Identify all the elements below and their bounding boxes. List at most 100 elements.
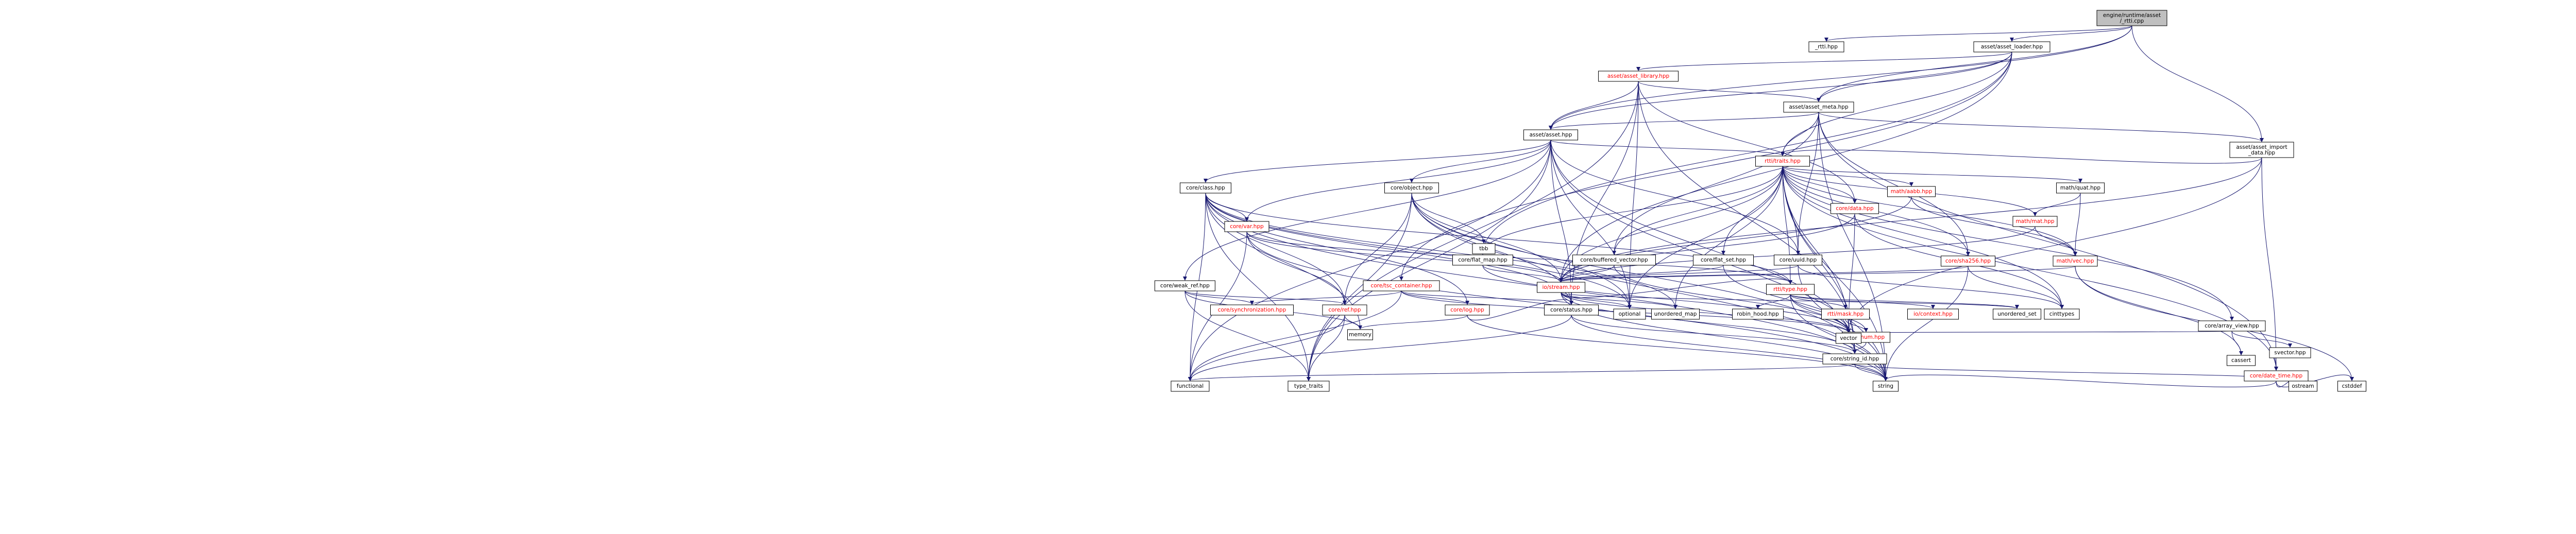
node-label: core/var.hpp bbox=[1230, 223, 1264, 230]
node-math-quat[interactable]: math/quat.hpp bbox=[2056, 182, 2105, 194]
edge-asset-meta-to-core-date-time bbox=[1818, 112, 2278, 371]
node-core-status[interactable]: core/status.hpp bbox=[1544, 304, 1599, 316]
node-label: asset/asset_meta.hpp bbox=[1789, 104, 1849, 110]
edge-core-object-to-core-ref bbox=[1343, 193, 1412, 305]
node-label: asset/asset_library.hpp bbox=[1607, 73, 1670, 79]
edge-math-vec-to-io-stream bbox=[1559, 266, 2076, 282]
node-core-flat-set[interactable]: core/flat_set.hpp bbox=[1693, 254, 1754, 266]
node-label: core/date_time.hpp bbox=[2250, 373, 2303, 379]
node-asset-library[interactable]: asset/asset_library.hpp bbox=[1598, 71, 1679, 82]
node-optional[interactable]: optional bbox=[1613, 308, 1646, 320]
edge-io-stream-to-unordered-set bbox=[1561, 292, 2019, 309]
node-asset-loader[interactable]: asset/asset_loader.hpp bbox=[1973, 41, 2050, 53]
node-memory[interactable]: memory bbox=[1347, 329, 1373, 340]
edge-core-var-to-io-stream bbox=[1246, 231, 1563, 282]
node-io-context[interactable]: io/context.hpp bbox=[1907, 308, 1959, 320]
node-core-array-view[interactable]: core/array_view.hpp bbox=[2198, 320, 2266, 332]
node-core-data[interactable]: core/data.hpp bbox=[1831, 203, 1879, 214]
edge-asset-hpp-to-core-class bbox=[1204, 140, 1551, 183]
node-label: math/aabb.hpp bbox=[1891, 188, 1933, 195]
node-asset-import[interactable]: asset/asset_import_data.hpp bbox=[2229, 142, 2294, 158]
node-core-flat-map[interactable]: core/flat_map.hpp bbox=[1452, 254, 1513, 266]
edge-rtti-traits-to-cinttypes bbox=[1782, 166, 2064, 309]
edge-core-var-to-rtti-type bbox=[1246, 231, 1792, 284]
edge-core-status-to-functional bbox=[1188, 315, 1572, 381]
edge-asset-meta-to-asset-import bbox=[1818, 112, 2264, 142]
node-core-buffered-vector[interactable]: core/buffered_vector.hpp bbox=[1572, 254, 1656, 266]
edge-asset-library-to-core-data bbox=[1638, 81, 1857, 203]
edge-core-ref-to-functional bbox=[1188, 315, 1345, 381]
node-svector[interactable]: svector.hpp bbox=[2269, 347, 2311, 358]
node-io-stream[interactable]: io/stream.hpp bbox=[1537, 282, 1585, 293]
edge-asset-hpp-to-rtti-traits bbox=[1550, 140, 1785, 156]
edge-core-ref-to-type-traits bbox=[1307, 315, 1345, 381]
node-core-object[interactable]: core/object.hpp bbox=[1384, 182, 1439, 194]
edge-core-buffered-vector-to-vector bbox=[1614, 265, 1851, 333]
node-core-log[interactable]: core/log.hpp bbox=[1445, 304, 1490, 316]
edge-math-mat-to-math-vec bbox=[2035, 226, 2077, 256]
node-label: robin_hood.hpp bbox=[1737, 311, 1779, 317]
node-core-date-time[interactable]: core/date_time.hpp bbox=[2244, 370, 2309, 382]
node-core-sha256[interactable]: core/sha256.hpp bbox=[1941, 255, 1995, 267]
edge-math-mat-to-io-stream bbox=[1559, 226, 2036, 282]
node-label: tbb bbox=[1479, 246, 1488, 252]
edge-rtti-traits-to-core-flat-map bbox=[1481, 166, 1783, 255]
node-rtti-type[interactable]: rtti/type.hpp bbox=[1766, 284, 1815, 295]
node-math-aabb[interactable]: math/aabb.hpp bbox=[1887, 186, 1936, 197]
node-ostream[interactable]: ostream bbox=[2289, 381, 2317, 392]
node-rtti-mask[interactable]: rtti/mask.hpp bbox=[1821, 308, 1870, 320]
edge-asset-hpp-to-core-weak-ref bbox=[1183, 140, 1551, 281]
node-math-vec[interactable]: math/vec.hpp bbox=[2053, 255, 2098, 267]
node-cinttypes[interactable]: cinttypes bbox=[2044, 308, 2080, 320]
edge-root-to-rtti-hpp bbox=[1824, 25, 2132, 42]
edge-core-log-to-string bbox=[1467, 315, 1888, 381]
node-unordered-map[interactable]: unordered_map bbox=[1651, 308, 1700, 320]
edge-asset-meta-to-rtti-traits bbox=[1781, 112, 1819, 156]
node-functional[interactable]: functional bbox=[1171, 381, 1210, 392]
node-asset-meta[interactable]: asset/asset_meta.hpp bbox=[1783, 101, 1854, 113]
edge-asset-meta-to-asset-hpp bbox=[1549, 112, 1819, 130]
node-core-class[interactable]: core/class.hpp bbox=[1180, 182, 1231, 194]
edge-core-weak-ref-to-type-traits bbox=[1184, 290, 1311, 381]
edge-asset-library-to-core-status bbox=[1569, 81, 1639, 305]
node-robin-hood[interactable]: robin_hood.hpp bbox=[1732, 308, 1784, 320]
edge-core-flat-set-to-io-stream bbox=[1559, 265, 1724, 282]
edge-asset-meta-to-string bbox=[1818, 112, 1888, 381]
node-unordered-set[interactable]: unordered_set bbox=[1993, 308, 2041, 320]
node-core-weak-ref[interactable]: core/weak_ref.hpp bbox=[1155, 280, 1215, 291]
node-core-string-id[interactable]: core/string_id.hpp bbox=[1822, 353, 1887, 365]
edge-core-status-to-string bbox=[1571, 315, 1888, 381]
edge-core-sha256-to-cinttypes bbox=[1968, 266, 2064, 309]
edge-math-aabb-to-math-vec bbox=[1911, 196, 2077, 256]
node-cstddef[interactable]: cstddef bbox=[2337, 381, 2366, 392]
node-core-sync[interactable]: core/synchronization.hpp bbox=[1210, 304, 1294, 316]
node-root[interactable]: engine/runtime/asset/_rtti.cpp bbox=[2096, 10, 2167, 26]
edge-math-vec-to-cassert bbox=[2075, 266, 2243, 355]
edge-rtti-traits-to-math-vec bbox=[1782, 166, 2077, 256]
node-vector[interactable]: vector bbox=[1836, 333, 1861, 344]
node-core-tsc[interactable]: core/tsc_container.hpp bbox=[1363, 280, 1440, 291]
node-type-traits[interactable]: type_traits bbox=[1287, 381, 1330, 392]
edge-core-array-view-to-cassert bbox=[2231, 331, 2243, 355]
edge-core-object-to-io-stream bbox=[1411, 193, 1563, 282]
node-string[interactable]: string bbox=[1873, 381, 1899, 392]
node-tbb[interactable]: tbb bbox=[1472, 243, 1496, 254]
edge-asset-library-to-asset-hpp bbox=[1549, 81, 1639, 130]
edge-core-log-to-memory bbox=[1358, 315, 1468, 330]
edge-rtti-type-to-vector bbox=[1790, 294, 1851, 333]
edge-rtti-traits-to-core-flat-set bbox=[1721, 166, 1783, 255]
node-label: optional bbox=[1619, 311, 1641, 317]
node-core-var[interactable]: core/var.hpp bbox=[1224, 221, 1269, 232]
node-cassert[interactable]: cassert bbox=[2227, 355, 2256, 366]
node-core-ref[interactable]: core/ref.hpp bbox=[1322, 304, 1367, 316]
node-label: core/log.hpp bbox=[1450, 307, 1484, 313]
node-core-uuid[interactable]: core/uuid.hpp bbox=[1774, 254, 1822, 266]
node-label: math/quat.hpp bbox=[2060, 185, 2101, 191]
node-label: rtti/type.hpp bbox=[1773, 286, 1807, 292]
node-asset-hpp[interactable]: asset/asset.hpp bbox=[1523, 129, 1578, 141]
node-rtti-hpp[interactable]: _rtti.hpp bbox=[1808, 41, 1844, 53]
node-rtti-traits[interactable]: rtti/traits.hpp bbox=[1755, 156, 1810, 167]
node-label: svector.hpp bbox=[2274, 350, 2306, 356]
edge-core-object-to-type-traits bbox=[1307, 193, 1412, 381]
node-math-mat[interactable]: math/mat.hpp bbox=[2012, 216, 2058, 227]
